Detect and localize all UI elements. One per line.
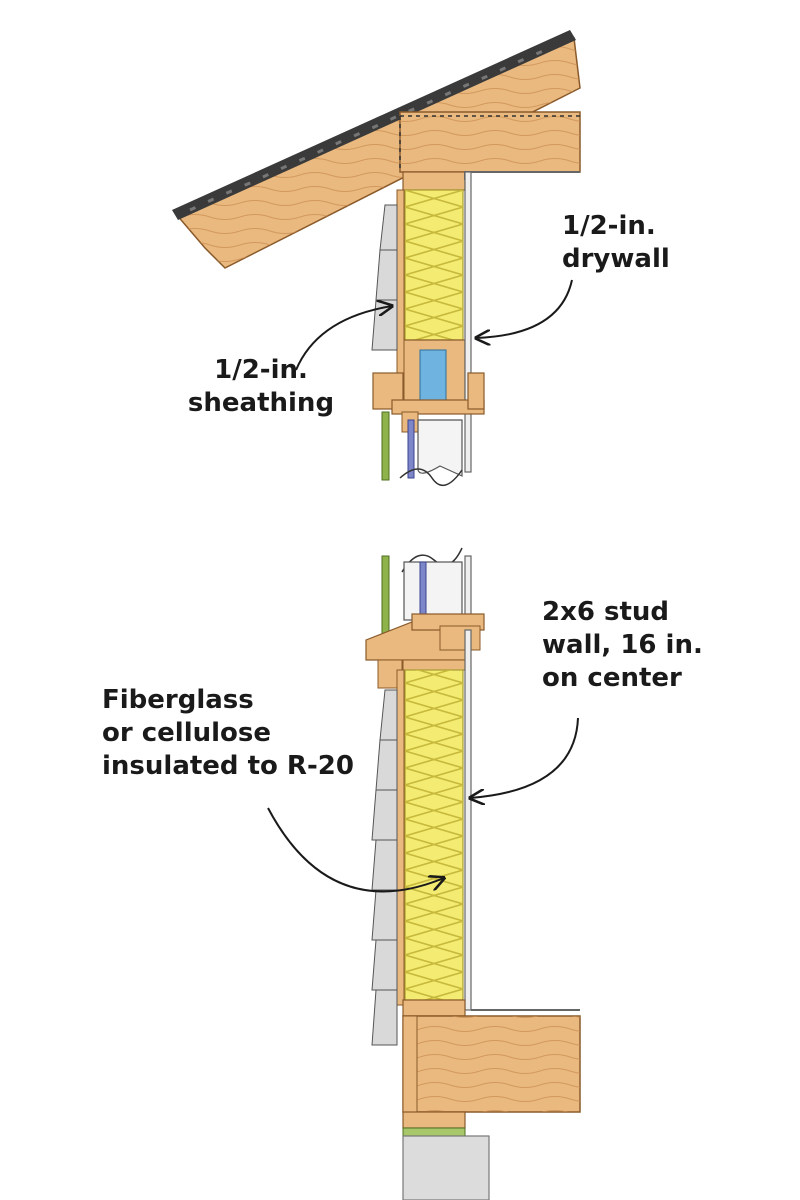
drywall-window xyxy=(464,555,472,617)
insulation-label-line1: Fiberglass xyxy=(102,685,254,715)
arrow-insulation xyxy=(267,807,444,893)
sheathing-label-line1: 1/2-in. xyxy=(214,355,308,385)
sheathing-label: 1/2-in. sheathing xyxy=(176,354,346,420)
window-glass-top xyxy=(407,419,415,479)
rigid-foam xyxy=(419,349,447,401)
insulation-label-line3: insulated to R-20 xyxy=(102,751,354,781)
top-plate xyxy=(402,171,466,191)
drywall-label-line1: 1/2-in. xyxy=(562,211,656,241)
stud-wall-label: 2x6 stud wall, 16 in. on center xyxy=(542,596,703,695)
insulation-label-line2: or cellulose xyxy=(102,718,271,748)
sill-gasket xyxy=(402,1127,466,1137)
sheathing-bottom xyxy=(396,669,405,1006)
ceiling-joist xyxy=(399,111,581,173)
siding-bottom xyxy=(371,689,398,1046)
sheathing-label-line2: sheathing xyxy=(187,388,335,418)
window-head xyxy=(372,372,485,433)
break-line-top xyxy=(399,468,463,487)
window-glass-bottom xyxy=(419,561,427,621)
roof-shingles xyxy=(172,30,576,220)
drywall-bottom xyxy=(464,629,472,1011)
sheathing-green-bottom xyxy=(381,555,390,641)
drywall-label: 1/2-in. drywall xyxy=(562,210,670,276)
sheathing-green-top xyxy=(381,411,390,481)
arrow-stud xyxy=(470,717,579,798)
ceiling-drywall xyxy=(464,171,580,180)
rim-joist xyxy=(402,1015,581,1113)
siding-top xyxy=(371,204,398,351)
window-frame-top xyxy=(417,419,463,477)
stud-wall-label-line2: wall, 16 in. xyxy=(542,630,703,660)
drywall-top xyxy=(464,171,472,473)
drywall-label-line2: drywall xyxy=(562,244,670,274)
stud-wall-label-line1: 2x6 stud xyxy=(542,597,670,627)
bottom-plate xyxy=(402,999,466,1017)
sill-plate xyxy=(402,1111,466,1129)
stud-wall-label-line3: on center xyxy=(542,663,682,693)
break-line-bottom xyxy=(401,547,463,573)
insulation-label: Fiberglass or cellulose insulated to R-2… xyxy=(102,684,354,783)
foundation xyxy=(402,1135,490,1200)
sheathing-top xyxy=(396,189,405,401)
window-frame-bottom xyxy=(403,561,463,621)
arrow-drywall xyxy=(476,279,573,338)
arrow-sheathing xyxy=(295,306,392,371)
